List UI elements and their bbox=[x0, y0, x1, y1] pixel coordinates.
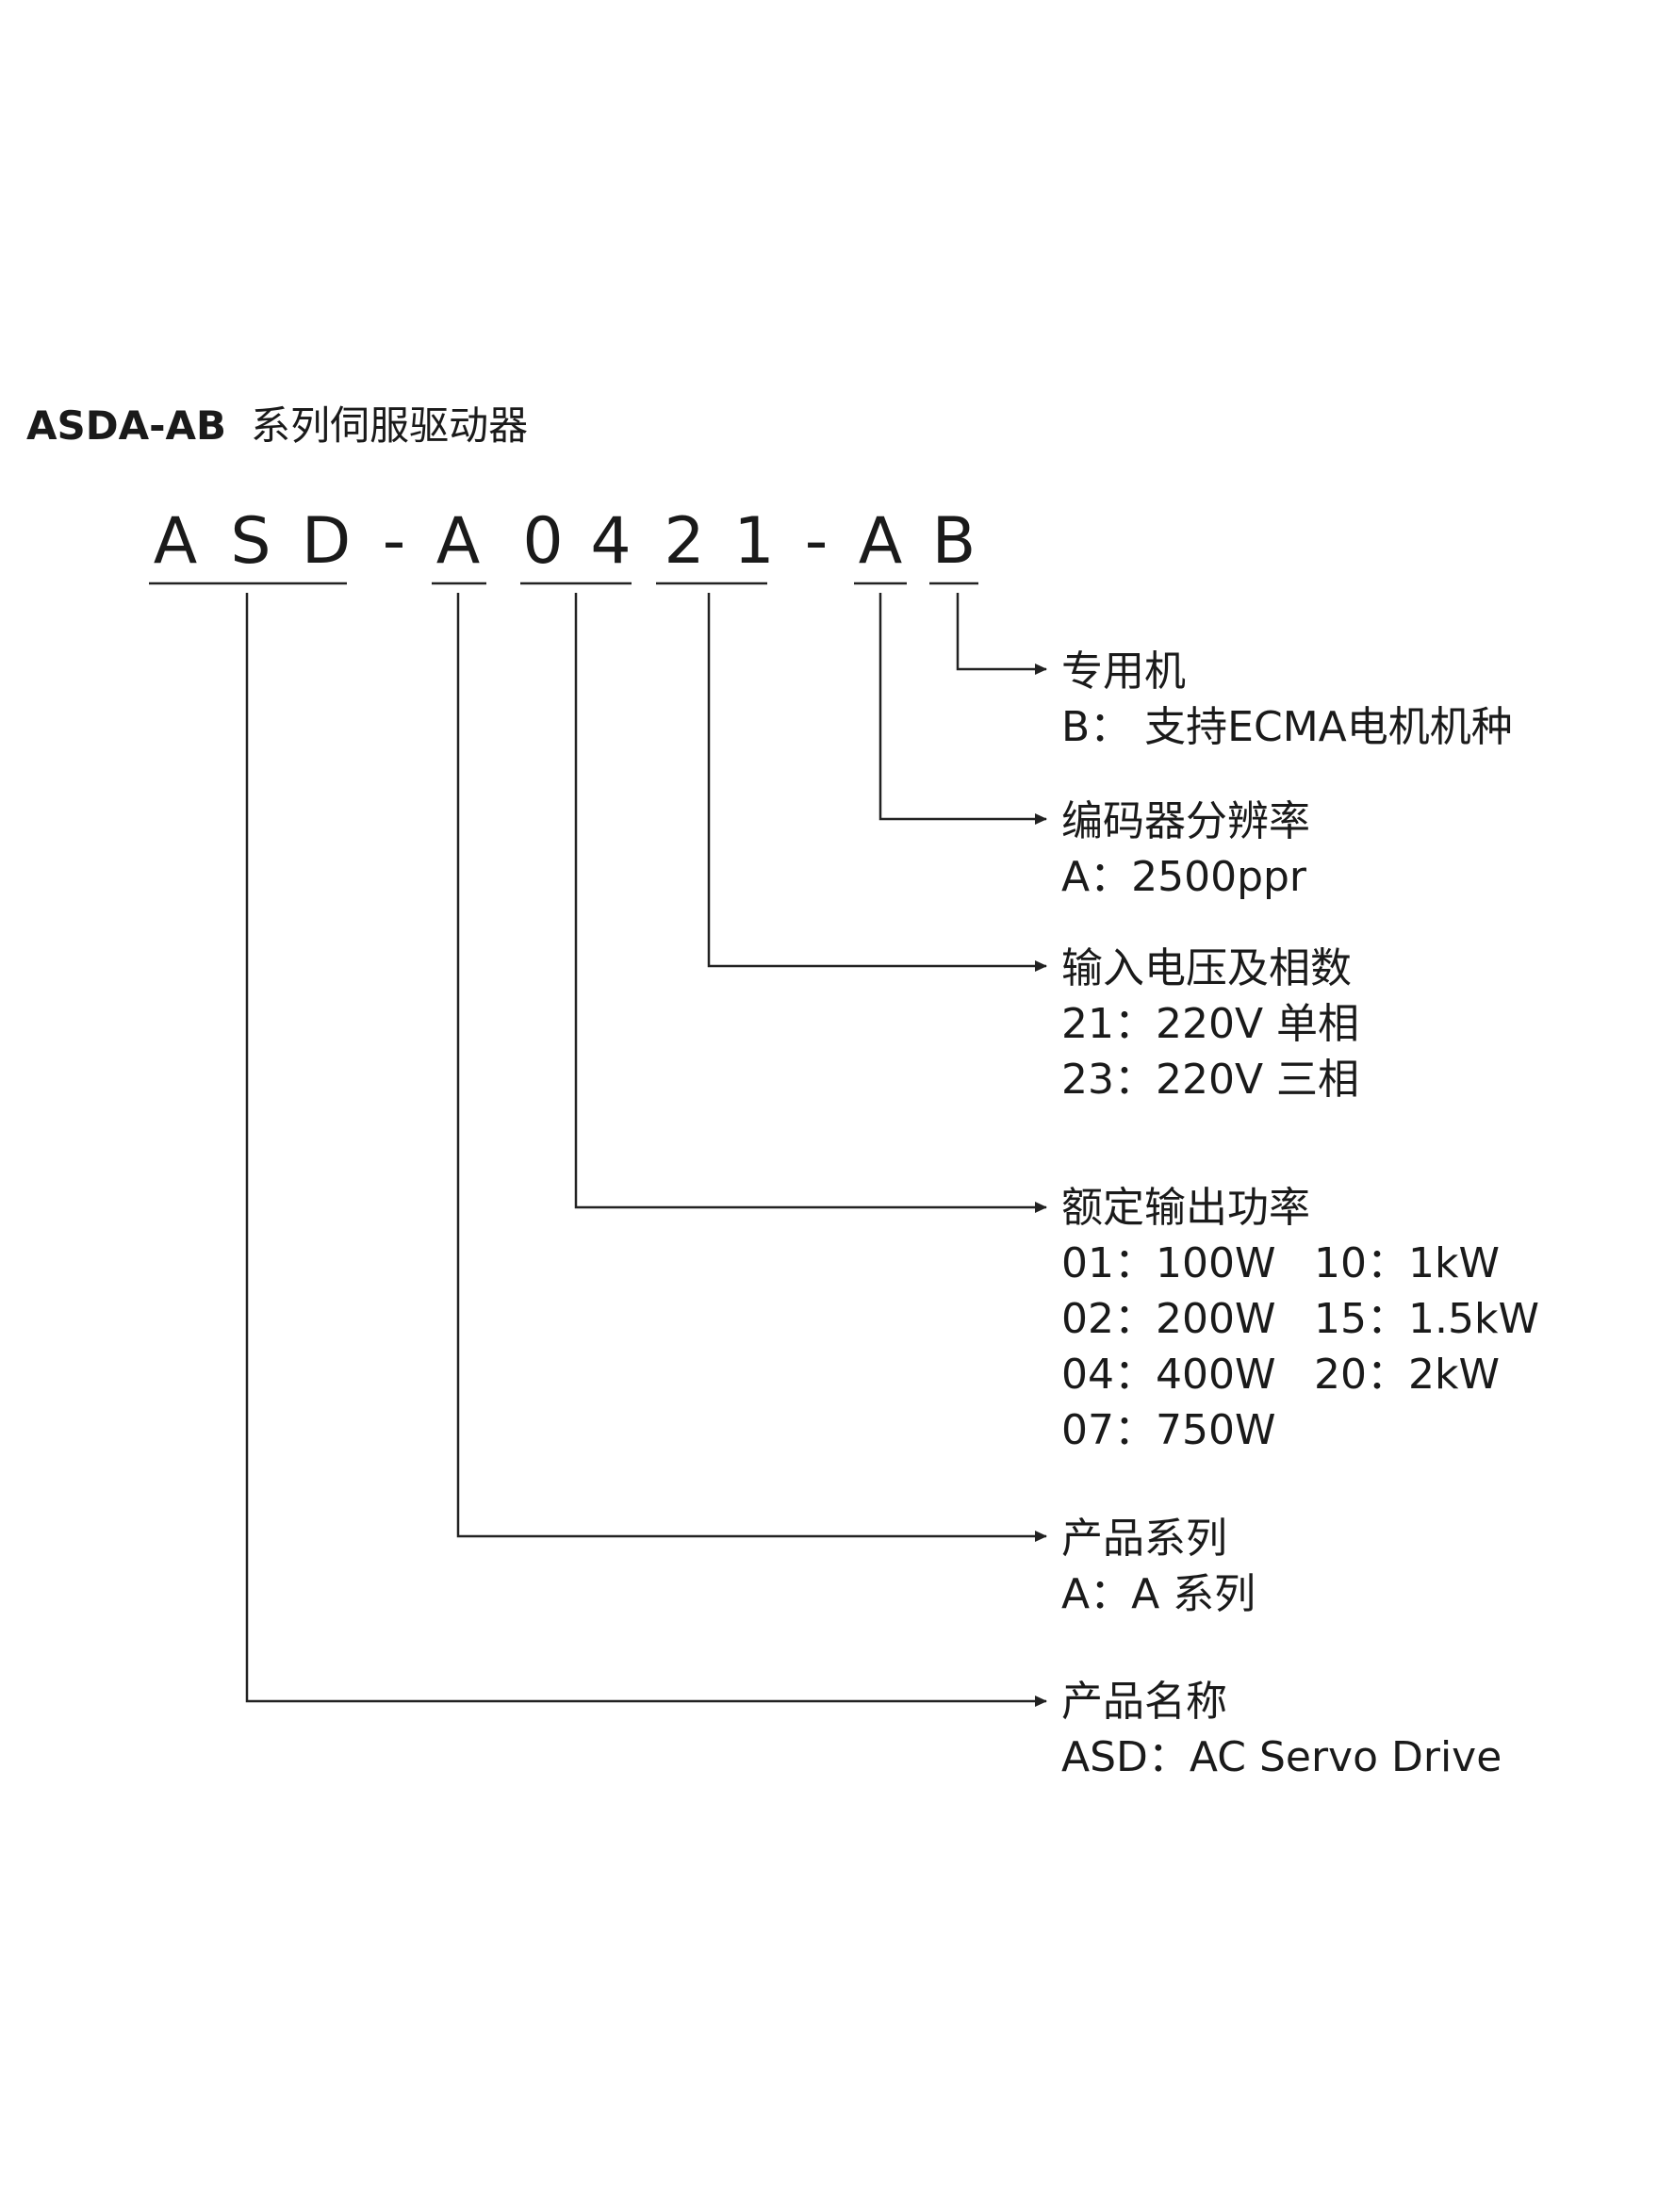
field-series-line: A：A 系列 bbox=[1061, 1570, 1256, 1618]
code-char-dash2: - bbox=[804, 504, 829, 579]
field-series-title: 产品系列 bbox=[1061, 1515, 1227, 1563]
field-voltage-line-23: 23：220V 三相 bbox=[1061, 1056, 1360, 1104]
code-char-d: D bbox=[301, 504, 352, 579]
power-option: 01：100W bbox=[1061, 1239, 1276, 1287]
code-char-s: S bbox=[230, 504, 271, 579]
field-series: 产品系列 A：A 系列 bbox=[1061, 1511, 1256, 1622]
field-product: 产品名称 ASD：AC Servo Drive bbox=[1061, 1674, 1502, 1785]
diagram-title: ASDA-AB 系列伺服驱动器 bbox=[26, 400, 528, 452]
code-char-2: 2 bbox=[664, 504, 705, 579]
field-special-motor-line: B： 支持ECMA电机机种 bbox=[1061, 703, 1513, 751]
leader-product bbox=[245, 593, 1047, 1707]
leader-voltage bbox=[707, 593, 1047, 972]
leader-power bbox=[574, 593, 1047, 1213]
power-option: 20：2kW bbox=[1314, 1351, 1500, 1399]
code-char-dash1: - bbox=[382, 504, 406, 579]
code-char-0: 0 bbox=[522, 504, 564, 579]
code-char-a3: A bbox=[858, 504, 903, 579]
power-option: 07：750W bbox=[1061, 1406, 1276, 1454]
field-product-title: 产品名称 bbox=[1061, 1678, 1227, 1726]
power-options: 01：100W 10：1kW 02：200W 15：1.5kW 04：400W … bbox=[1061, 1236, 1578, 1458]
leader-series bbox=[456, 593, 1047, 1542]
field-product-line: ASD：AC Servo Drive bbox=[1061, 1733, 1502, 1781]
power-option: 15：1.5kW bbox=[1314, 1295, 1539, 1343]
power-option: 10：1kW bbox=[1314, 1239, 1500, 1287]
leader-special bbox=[956, 593, 1047, 675]
field-voltage-line-21: 21：220V 单相 bbox=[1061, 1000, 1360, 1048]
title-model: ASDA-AB bbox=[26, 402, 227, 449]
field-power: 额定输出功率 01：100W 10：1kW 02：200W 15：1.5kW 0… bbox=[1061, 1180, 1578, 1458]
field-encoder-title: 编码器分辨率 bbox=[1061, 797, 1310, 845]
power-option: 02：200W bbox=[1061, 1295, 1276, 1343]
code-char-a1: A bbox=[153, 504, 198, 579]
title-subtitle: 系列伺服驱动器 bbox=[251, 402, 529, 449]
field-encoder: 编码器分辨率 A：2500ppr bbox=[1061, 794, 1310, 905]
field-special-motor: 专用机 B： 支持ECMA电机机种 bbox=[1061, 644, 1513, 755]
leader-encoder bbox=[878, 593, 1047, 825]
field-encoder-line: A：2500ppr bbox=[1061, 853, 1307, 901]
code-char-4: 4 bbox=[590, 504, 632, 579]
code-char-a2: A bbox=[435, 504, 481, 579]
code-char-1: 1 bbox=[733, 504, 775, 579]
field-special-motor-title: 专用机 bbox=[1061, 647, 1186, 696]
code-char-b: B bbox=[931, 504, 977, 579]
field-voltage: 输入电压及相数 21：220V 单相 23：220V 三相 bbox=[1061, 941, 1359, 1107]
field-voltage-title: 输入电压及相数 bbox=[1061, 944, 1352, 992]
field-power-title: 额定输出功率 bbox=[1061, 1184, 1310, 1232]
power-option: 04：400W bbox=[1061, 1351, 1276, 1399]
